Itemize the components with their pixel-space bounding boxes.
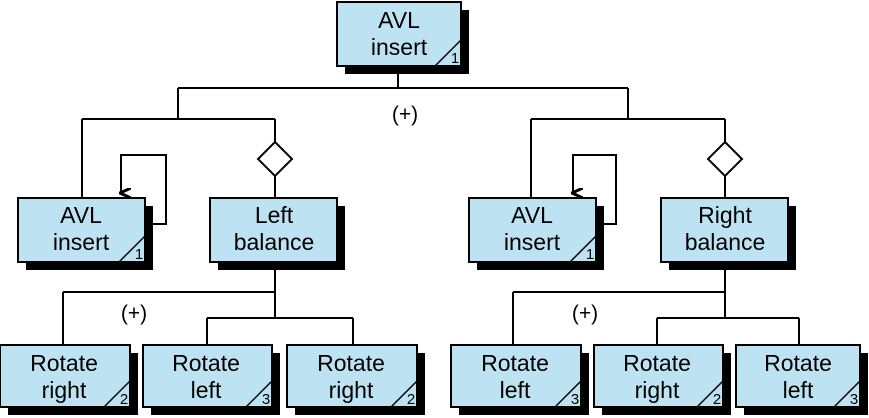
module-label-line2: left — [500, 377, 531, 403]
module-rotate-right-2: Rotate right 2 — [286, 344, 425, 415]
module-corner-divider — [245, 380, 273, 408]
parallel-marker-root: (+) — [392, 103, 418, 126]
module-corner-divider — [696, 380, 724, 408]
parallel-marker-right: (+) — [572, 302, 598, 325]
module-number: 3 — [850, 391, 858, 408]
module-corner-divider — [833, 380, 861, 408]
module-label-line1: Rotate — [481, 350, 549, 376]
module-rotate-right-1: Rotate right 2 — [0, 344, 138, 415]
module-corner-divider — [390, 380, 418, 408]
module-corner-divider — [569, 235, 597, 263]
module-label-line2: balance — [685, 229, 766, 255]
module-label-line2: right — [329, 377, 374, 403]
module-left-balance: Left balance — [209, 197, 345, 270]
module-rotate-right-3: Rotate right 2 — [593, 344, 731, 415]
module-corner-divider — [118, 235, 146, 263]
module-rotate-left-1: Rotate left 3 — [142, 344, 280, 415]
module-corner-divider — [434, 39, 462, 67]
module-label-line1: AVL — [511, 202, 553, 228]
module-label-line1: Rotate — [764, 350, 832, 376]
module-corner-divider — [103, 380, 131, 408]
module-label-line2: right — [42, 377, 87, 403]
module-label-line1: Right — [698, 202, 752, 228]
module-corner-divider — [554, 380, 582, 408]
module-label-line1: AVL — [378, 7, 420, 33]
module-number: 1 — [135, 246, 143, 263]
module-number: 3 — [262, 391, 270, 408]
module-avl-insert-right: AVL insert 1 — [468, 197, 604, 270]
module-label-line1: Left — [255, 202, 294, 228]
module-label-line1: Rotate — [30, 350, 98, 376]
decision-diamond-left — [256, 140, 294, 178]
module-number: 2 — [407, 391, 415, 408]
module-number: 1 — [586, 246, 594, 263]
module-label-line1: Rotate — [317, 350, 385, 376]
module-number: 2 — [713, 391, 721, 408]
module-avl-insert-root: AVL insert 1 — [336, 1, 469, 74]
recursion-loop-right — [573, 154, 617, 225]
module-rotate-left-3: Rotate left 3 — [735, 344, 868, 415]
module-label-line2: right — [635, 377, 680, 403]
module-label-line2: insert — [504, 229, 561, 255]
module-label-line2: balance — [234, 229, 315, 255]
module-right-balance: Right balance — [660, 197, 796, 270]
module-label-line2: insert — [53, 229, 110, 255]
module-label-line2: insert — [371, 34, 428, 60]
module-label-line1: AVL — [60, 202, 102, 228]
module-label-line2: left — [191, 377, 222, 403]
module-number: 2 — [120, 391, 128, 408]
module-number: 1 — [451, 50, 459, 67]
module-label-line2: left — [783, 377, 814, 403]
module-label-line1: Rotate — [172, 350, 240, 376]
module-avl-insert-left: AVL insert 1 — [17, 197, 153, 270]
recursion-loop-left — [121, 154, 167, 225]
connectors — [62, 66, 800, 345]
parallel-marker-left: (+) — [121, 302, 147, 325]
module-number: 3 — [571, 391, 579, 408]
module-rotate-left-2: Rotate left 3 — [450, 344, 589, 415]
module-label-line1: Rotate — [623, 350, 691, 376]
decision-diamond-right — [706, 140, 744, 178]
